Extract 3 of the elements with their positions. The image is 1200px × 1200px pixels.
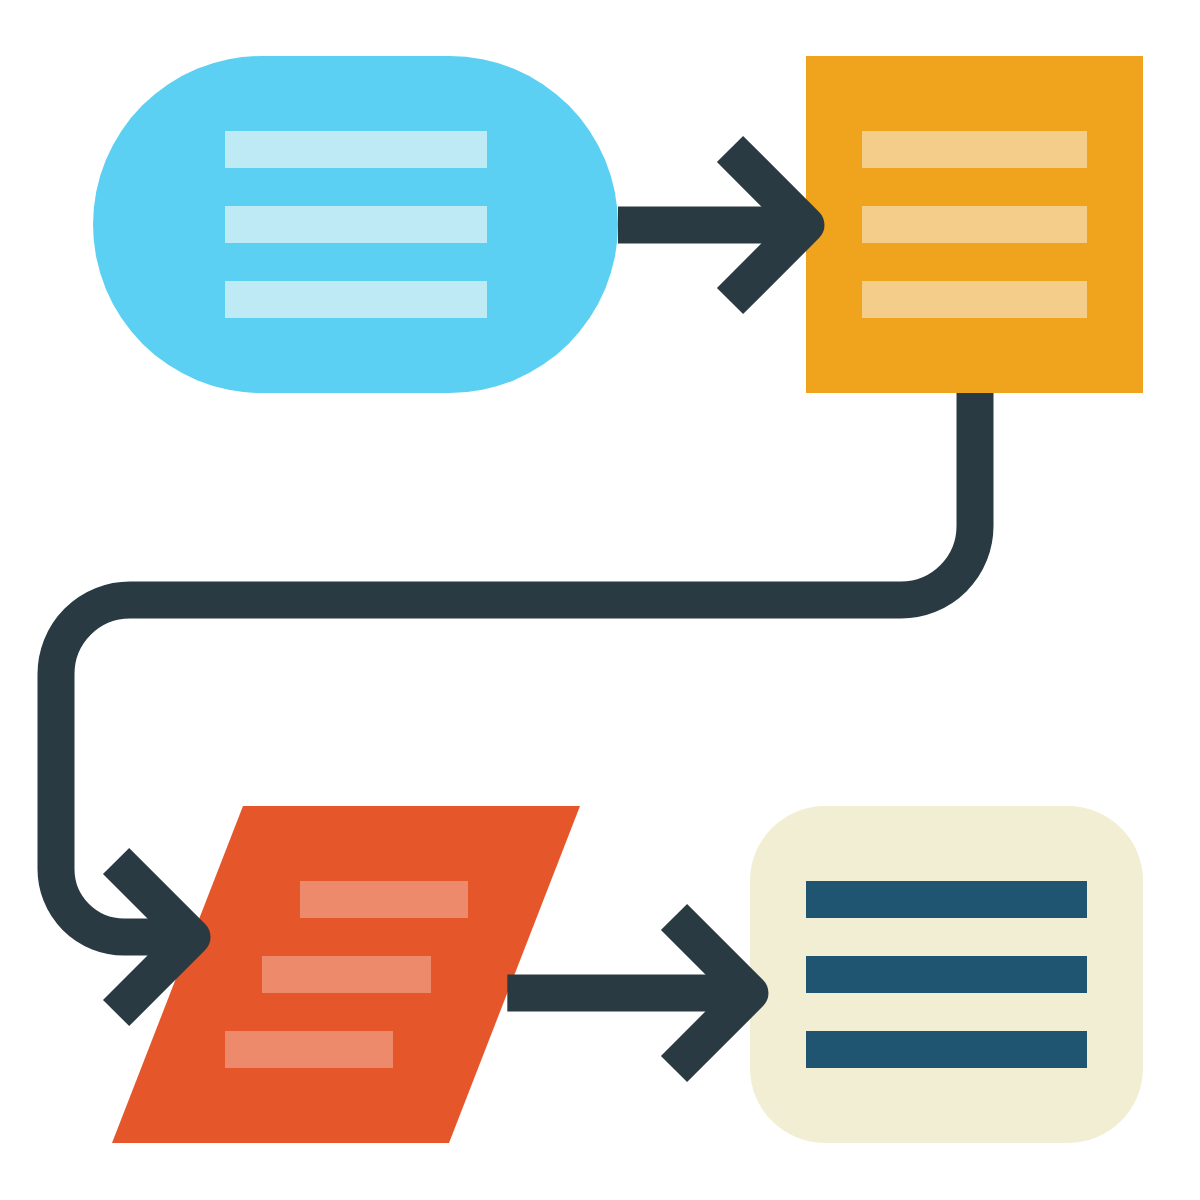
process-box (806, 56, 1143, 393)
rounded-box (750, 806, 1143, 1143)
data-parallelogram (112, 806, 580, 1143)
